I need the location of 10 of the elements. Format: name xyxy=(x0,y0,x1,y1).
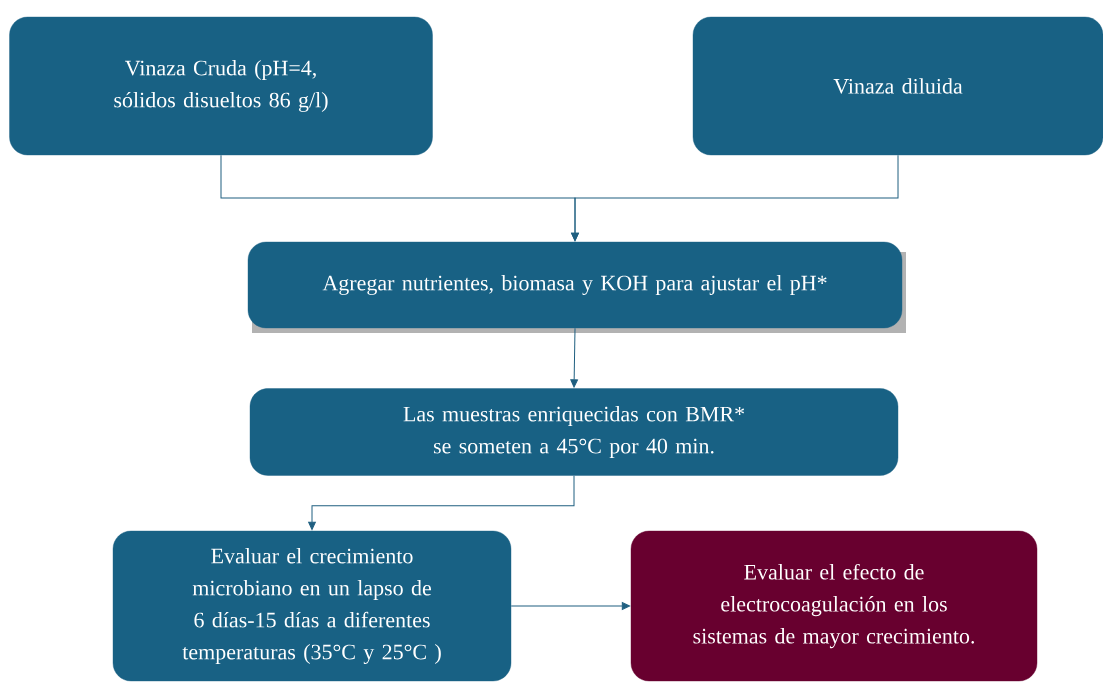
arrow xyxy=(570,327,578,388)
process-box: Vinaza diluida xyxy=(692,16,1103,156)
arrow xyxy=(510,602,631,610)
process-box: Evaluar el efecto de electrocoagulación en los sistemas de mayor crecimiento. xyxy=(630,530,1038,682)
process-box: Agregar nutrientes, biomasa y KOH para ajustar el pH* xyxy=(247,241,903,329)
arrow xyxy=(308,475,575,531)
process-box: Evaluar el crecimiento microbiano en un lapso de 6 días-15 días a diferentes temperaturas (35°C y 25°C ) xyxy=(112,530,512,682)
process-box: Las muestras enriquecidas con BMR* se someten a 45°C por 40 min. xyxy=(249,388,899,476)
arrow xyxy=(571,154,899,242)
process-box: Vinaza Cruda (pH=4, sólidos disueltos 86 g/l) xyxy=(9,16,433,156)
